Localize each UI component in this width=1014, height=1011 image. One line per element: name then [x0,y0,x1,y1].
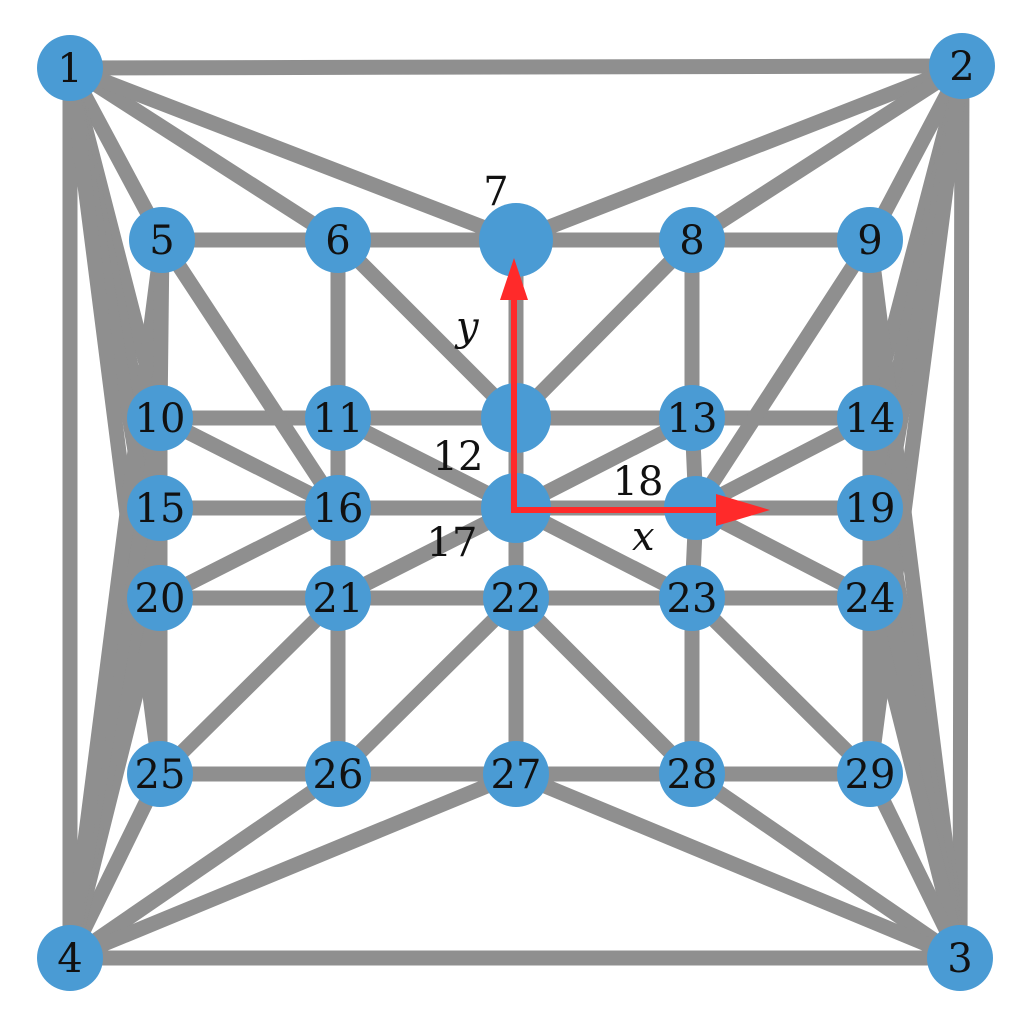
edge-4-26 [62,766,346,966]
y-axis-arrowhead [500,258,528,300]
node-11 [305,385,371,451]
edge-3-28 [684,766,968,966]
node-1 [37,35,103,101]
node-6 [305,207,371,273]
node-16 [305,475,371,541]
node-27 [483,741,549,807]
node-label-6: 6 [325,218,350,264]
node-22 [483,565,549,631]
edge-25-21 [152,590,346,782]
edge-8-12 [508,232,700,426]
node-10 [127,385,193,451]
edge-10-16 [152,410,346,516]
node-label-13: 13 [667,396,718,442]
edge-3-27 [508,766,968,966]
edge-1-7 [62,60,524,248]
node-label-28: 28 [667,752,718,798]
node-2 [929,33,995,99]
node-label-14: 14 [845,396,896,442]
edge-2-7 [508,58,970,248]
node-label-4: 4 [57,936,82,982]
node-label-5: 5 [149,218,174,264]
node-label-12: 12 [433,434,484,480]
edge-2-8 [684,58,970,248]
node-label-21: 21 [313,576,364,622]
node-7 [479,203,553,277]
node-label-26: 26 [313,752,364,798]
edge-6-12 [330,232,524,426]
edge-3-29 [862,766,968,966]
node-label-3: 3 [947,936,972,982]
node-28 [659,741,725,807]
node-15 [127,475,193,541]
node-label-18: 18 [613,459,664,505]
node-25 [127,741,193,807]
edge-26-22 [330,590,524,782]
nodes-layer [37,33,995,991]
edge-28-22 [508,590,700,782]
edge-5-16 [154,232,346,516]
node-label-9: 9 [857,218,882,264]
node-21 [305,565,371,631]
node-label-11: 11 [313,396,364,442]
node-3 [927,925,993,991]
node-label-16: 16 [313,486,364,532]
node-9 [837,207,903,273]
edge-2-3 [952,58,970,966]
node-label-23: 23 [667,576,718,622]
node-label-15: 15 [135,486,186,532]
node-label-19: 19 [845,486,896,532]
node-label-27: 27 [491,752,542,798]
node-20 [127,565,193,631]
node-29 [837,741,903,807]
node-label-29: 29 [845,752,896,798]
node-13 [659,385,725,451]
x-axis-arrowhead [716,494,770,526]
node-26 [305,741,371,807]
edge-4-5 [62,232,170,966]
node-24 [837,565,903,631]
edge-1-2 [62,58,970,76]
node-23 [659,565,725,631]
node-label-22: 22 [491,576,542,622]
node-label-1: 1 [57,46,82,92]
x-axis-label: x [632,514,655,560]
edge-3-24 [862,590,968,966]
coordinate-axes: y x [454,258,770,560]
node-8 [659,207,725,273]
edge-20-16 [152,500,346,606]
node-label-2: 2 [949,44,974,90]
edge-1-6 [62,60,346,248]
edge-9-18 [688,232,878,516]
y-axis-label: y [454,304,480,350]
node-14 [837,385,903,451]
node-label-25: 25 [135,752,186,798]
node-5 [129,207,195,273]
node-label-24: 24 [845,576,896,622]
node-label-20: 20 [135,576,186,622]
edge-4-27 [62,766,524,966]
node-4 [37,925,103,991]
node-19 [837,475,903,541]
node-label-8: 8 [679,218,704,264]
edge-29-23 [684,590,878,782]
node-label-17: 17 [427,520,478,566]
node-label-7: 7 [483,169,508,215]
node-label-10: 10 [135,396,186,442]
